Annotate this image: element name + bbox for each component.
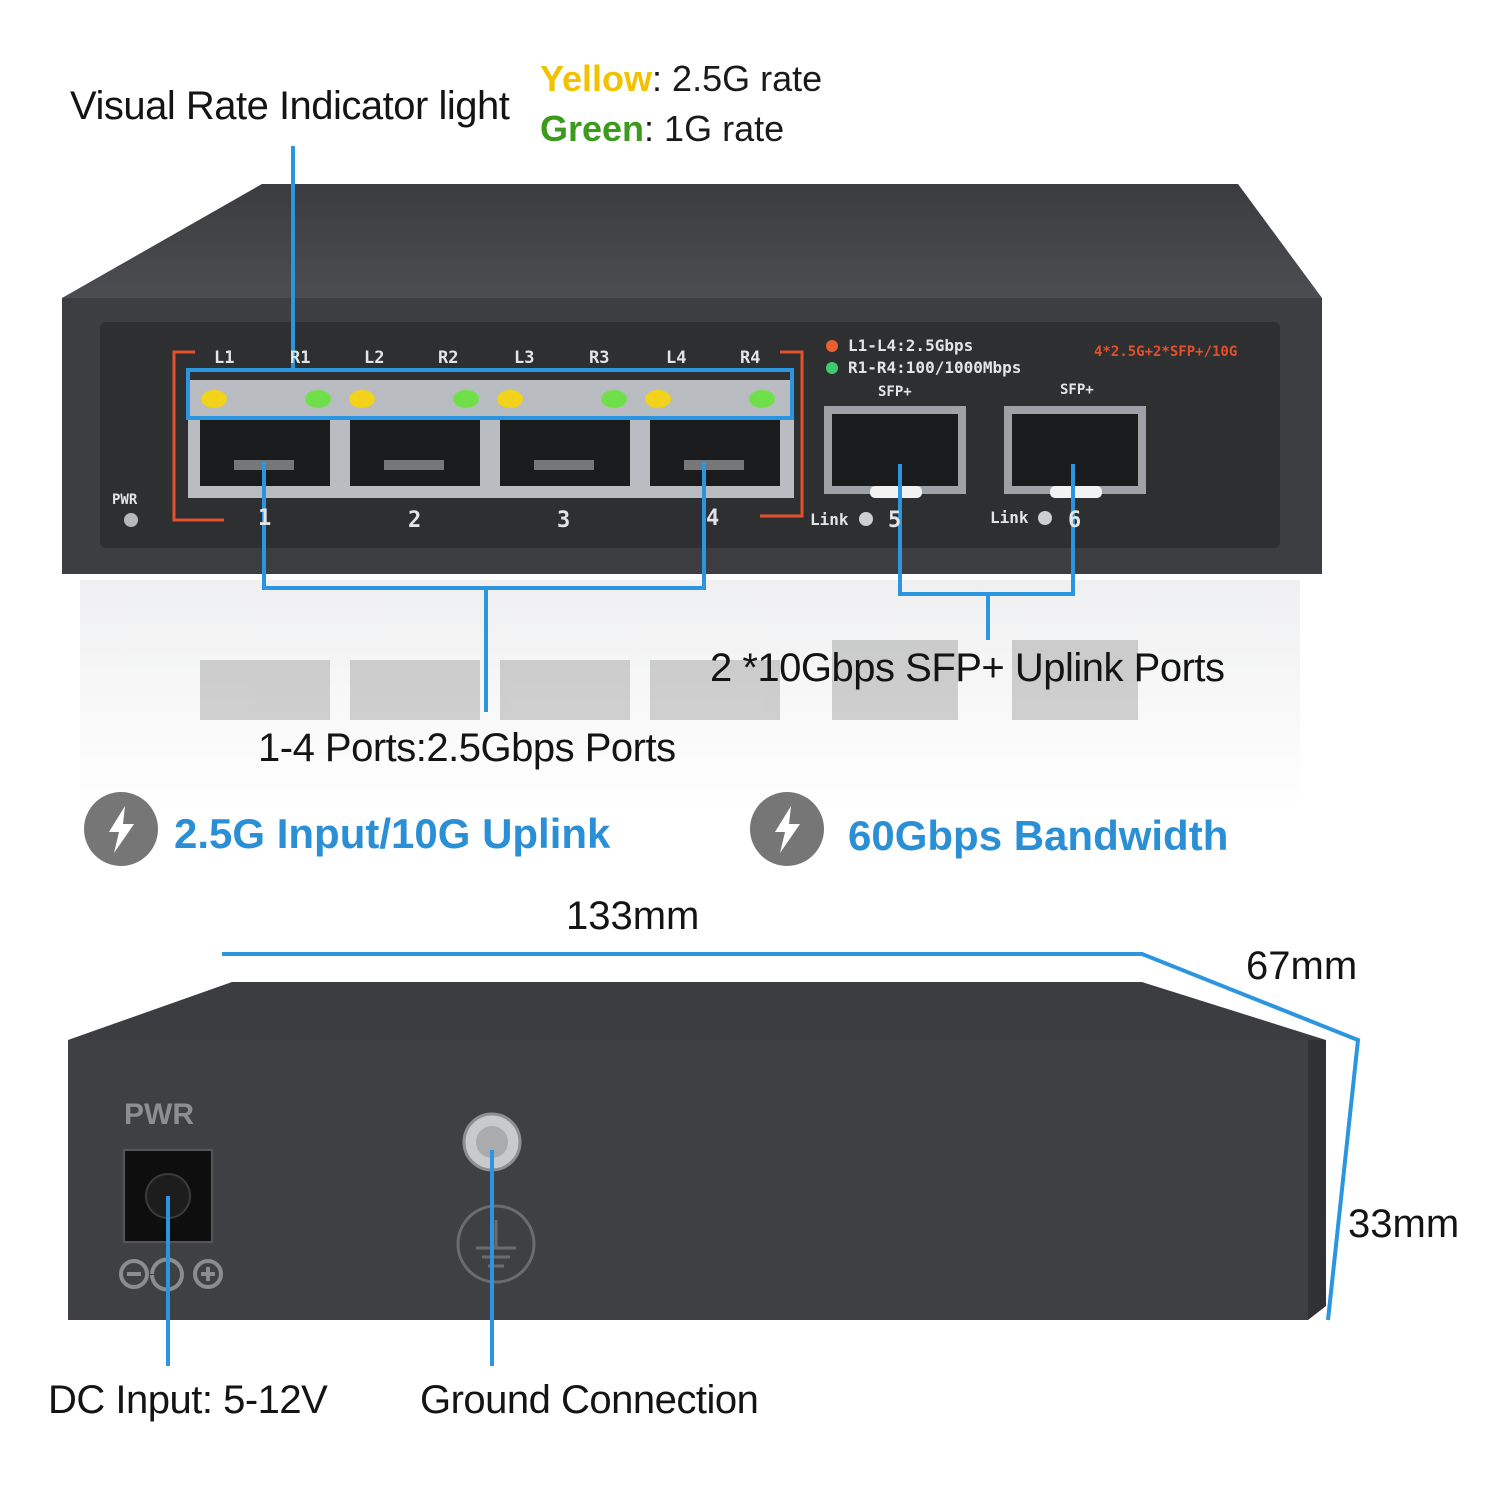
led-label-L4: L4: [666, 348, 687, 368]
link-label-6: Link: [990, 508, 1029, 527]
reflection-fade: [80, 580, 1300, 810]
speed-legend-l: L1-L4:2.5Gbps: [848, 336, 974, 355]
back-side: [1308, 1040, 1326, 1320]
led-highlight-box: [186, 368, 794, 420]
lightning-icon: [109, 806, 134, 853]
model-label: 4*2.5G+2*SFP+/10G: [1094, 344, 1238, 360]
led-label-L2: L2: [364, 348, 385, 368]
legend-green: Green: 1G rate: [540, 108, 784, 150]
legend-green-name: Green: [540, 108, 645, 149]
dimension-lines: [222, 952, 1361, 1321]
legend-yellow: Yellow: 2.5G rate: [540, 58, 822, 100]
dimension-depth: 67mm: [1246, 944, 1358, 988]
right-bracket: [760, 350, 804, 518]
port-number-4: 4: [706, 506, 720, 531]
sfp-callout: 2 *10Gbps SFP+ Uplink Ports: [710, 646, 1225, 690]
sfp-number-5: 5: [888, 508, 902, 533]
led-R3: [601, 390, 627, 408]
back-device-illustration: [68, 952, 1361, 1366]
led-L3: [497, 390, 523, 408]
dimension-width: 133mm: [566, 894, 700, 938]
back-face: [68, 1040, 1308, 1320]
led-L1: [201, 390, 227, 408]
ports-leader: [262, 462, 706, 712]
ground-symbol: [456, 1204, 536, 1284]
feature-2-badge: [750, 792, 824, 866]
dimension-height: 33mm: [1348, 1202, 1460, 1246]
pwr-label-back: PWR: [124, 1098, 194, 1131]
ground-callout: Ground Connection: [420, 1378, 759, 1422]
port-number-3: 3: [557, 508, 571, 533]
polarity-symbol: [119, 1257, 223, 1292]
led-label-R1: R1: [290, 348, 311, 368]
back-top-lid: [68, 982, 1326, 1040]
sfp-label-5: SFP+: [878, 384, 912, 400]
rj45-port-2: [350, 416, 480, 486]
pwr-label-front: PWR: [112, 492, 138, 508]
front-device-illustration: [62, 146, 1322, 810]
link-led-6: [1038, 511, 1052, 525]
rj45-port-3: [500, 416, 630, 486]
ports-callout: 1-4 Ports:2.5Gbps Ports: [258, 726, 676, 770]
link-label-5: Link: [810, 510, 849, 529]
sfp-leader: [898, 464, 1075, 640]
feature-1-badge: [84, 792, 158, 866]
link-led-5: [859, 512, 873, 526]
led-label-L1: L1: [214, 348, 235, 368]
left-bracket: [172, 350, 224, 522]
sfp-cage-5: [824, 406, 966, 498]
led-L4: [645, 390, 671, 408]
rj45-port-4: [650, 416, 780, 486]
sfp-label-6: SFP+: [1060, 382, 1094, 398]
legend-dot-green: [826, 362, 838, 374]
port-number-1: 1: [258, 506, 272, 531]
led-label-R3: R3: [589, 348, 610, 368]
indicator-label: Visual Rate Indicator light: [70, 84, 510, 128]
feature-1-text: 2.5G Input/10G Uplink: [174, 810, 611, 857]
led-R2: [453, 390, 479, 408]
dc-input-callout: DC Input: 5-12V: [48, 1378, 328, 1422]
legend-yellow-name: Yellow: [540, 58, 653, 99]
led-R1: [305, 390, 331, 408]
device-top-lid: [62, 184, 1322, 298]
sfp-number-6: 6: [1068, 508, 1082, 533]
led-label-R2: R2: [438, 348, 459, 368]
reflection-shapes: [200, 640, 1138, 720]
speed-legend-r: R1-R4:100/1000Mbps: [848, 358, 1022, 377]
led-R4: [749, 390, 775, 408]
legend-yellow-text: : 2.5G rate: [652, 58, 823, 99]
led-label-R4: R4: [740, 348, 761, 368]
led-label-L3: L3: [514, 348, 535, 368]
led-L2: [349, 390, 375, 408]
legend-green-text: : 1G rate: [644, 108, 785, 149]
port-number-2: 2: [408, 508, 422, 533]
pwr-led: [124, 513, 138, 527]
feature-2-text: 60Gbps Bandwidth: [848, 812, 1229, 859]
lightning-icon: [775, 806, 800, 853]
legend-dot-orange: [826, 340, 838, 352]
